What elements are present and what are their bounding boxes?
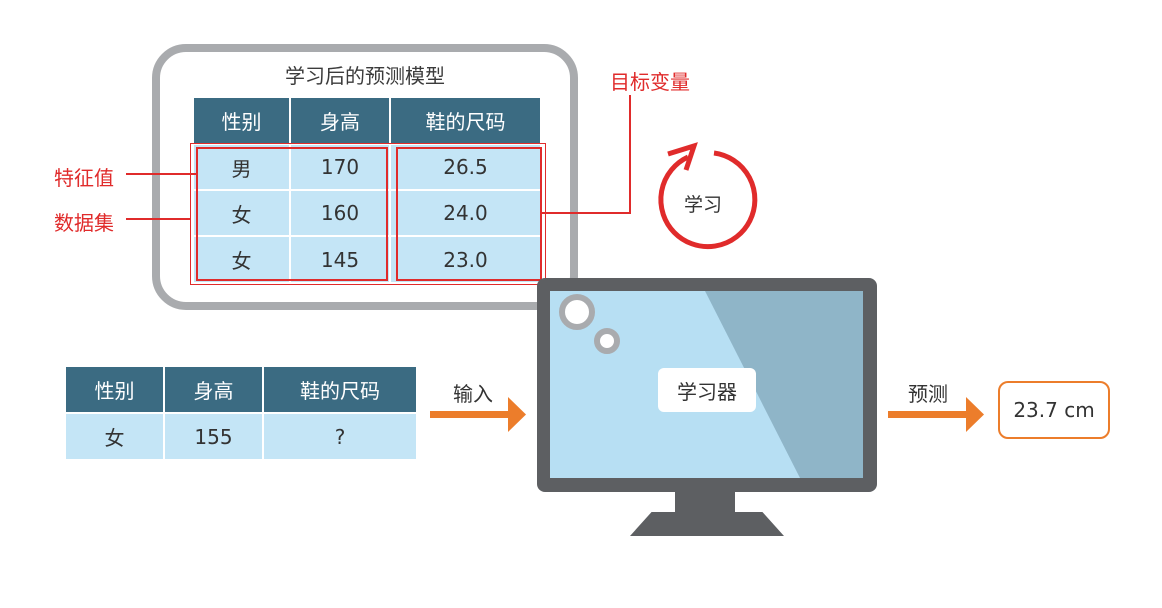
table-row: 女 145 23.0 <box>194 235 540 282</box>
dataset-label: 数据集 <box>54 211 114 235</box>
bubble-connector-small <box>594 328 620 354</box>
table-header-row: 性别 身高 鞋的尺码 <box>194 98 540 144</box>
predict-label: 预测 <box>908 382 948 406</box>
header-height: 身高 <box>164 367 264 413</box>
cell-gender: 女 <box>194 235 291 282</box>
header-gender: 性别 <box>194 98 291 144</box>
bubble-connector-large <box>559 294 595 330</box>
target-label: 目标变量 <box>610 70 690 94</box>
cell-gender: 女 <box>194 189 291 236</box>
cell-shoe-size: 24.0 <box>390 189 540 236</box>
monitor-stand <box>630 512 784 536</box>
table-row: 女 160 24.0 <box>194 189 540 236</box>
learner-label: 学习器 <box>658 368 756 412</box>
table-row: 男 170 26.5 <box>194 143 540 190</box>
cell-height: 155 <box>164 412 264 459</box>
input-arrow-icon <box>430 397 526 432</box>
model-table: 性别 身高 鞋的尺码 男 170 26.5 女 160 24.0 女 145 2… <box>194 98 540 282</box>
learn-label: 学习 <box>684 194 723 216</box>
table-header-row: 性别 身高 鞋的尺码 <box>66 367 416 413</box>
cell-gender: 女 <box>66 412 165 459</box>
feature-highlight-box <box>196 147 388 281</box>
input-table: 性别 身高 鞋的尺码 女 155 ? <box>66 367 416 459</box>
monitor-screen <box>550 291 863 478</box>
cell-height: 170 <box>290 143 391 190</box>
header-gender: 性别 <box>66 367 165 413</box>
feature-label: 特征值 <box>54 166 114 190</box>
model-title: 学习后的预测模型 <box>285 64 445 88</box>
cell-shoe-size: ? <box>263 412 416 459</box>
prediction-result: 23.7 cm <box>998 381 1110 439</box>
cell-shoe-size: 26.5 <box>390 143 540 190</box>
cell-height: 145 <box>290 235 391 282</box>
target-highlight-box <box>396 147 542 281</box>
monitor-neck <box>675 492 735 514</box>
learning-cycle-icon <box>658 142 758 250</box>
input-label: 输入 <box>453 382 493 406</box>
cell-shoe-size: 23.0 <box>390 235 540 282</box>
header-height: 身高 <box>290 98 391 144</box>
table-row: 女 155 ? <box>66 412 416 459</box>
cell-height: 160 <box>290 189 391 236</box>
header-shoe-size: 鞋的尺码 <box>263 367 416 413</box>
cell-gender: 男 <box>194 143 291 190</box>
predict-arrow-icon <box>888 397 984 432</box>
header-shoe-size: 鞋的尺码 <box>390 98 540 144</box>
screen-shadow <box>705 291 863 478</box>
